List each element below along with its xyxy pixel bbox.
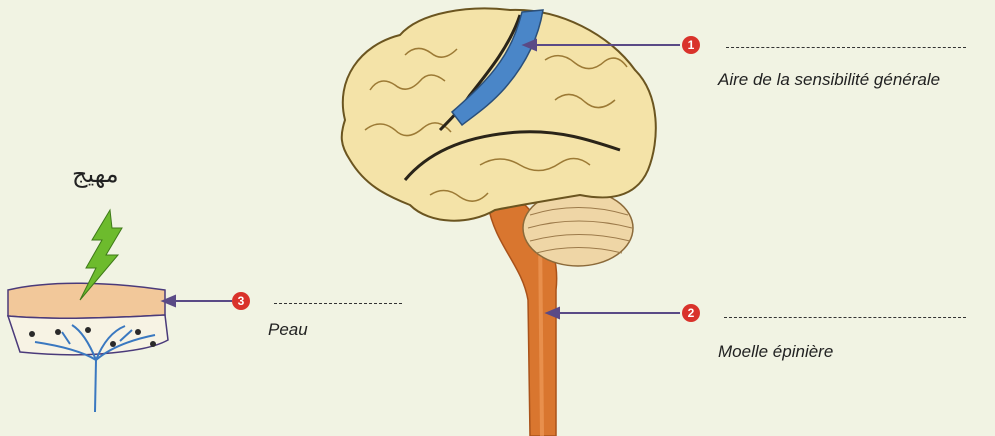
marker-2-label: Moelle épinière xyxy=(718,342,833,362)
stimulus-label: مهيج xyxy=(72,160,119,188)
marker-2-answer-line xyxy=(724,317,966,318)
marker-2-badge: 2 xyxy=(682,304,700,322)
marker-3-answer-line xyxy=(274,303,402,304)
marker-1-badge: 1 xyxy=(682,36,700,54)
marker-3-label: Peau xyxy=(268,320,308,340)
marker-1-label: Aire de la sensibilité générale xyxy=(718,70,940,90)
brain-cerebrum xyxy=(342,8,656,220)
marker-3-badge: 3 xyxy=(232,292,250,310)
marker-1-answer-line xyxy=(726,47,966,48)
skin-block xyxy=(8,283,168,412)
